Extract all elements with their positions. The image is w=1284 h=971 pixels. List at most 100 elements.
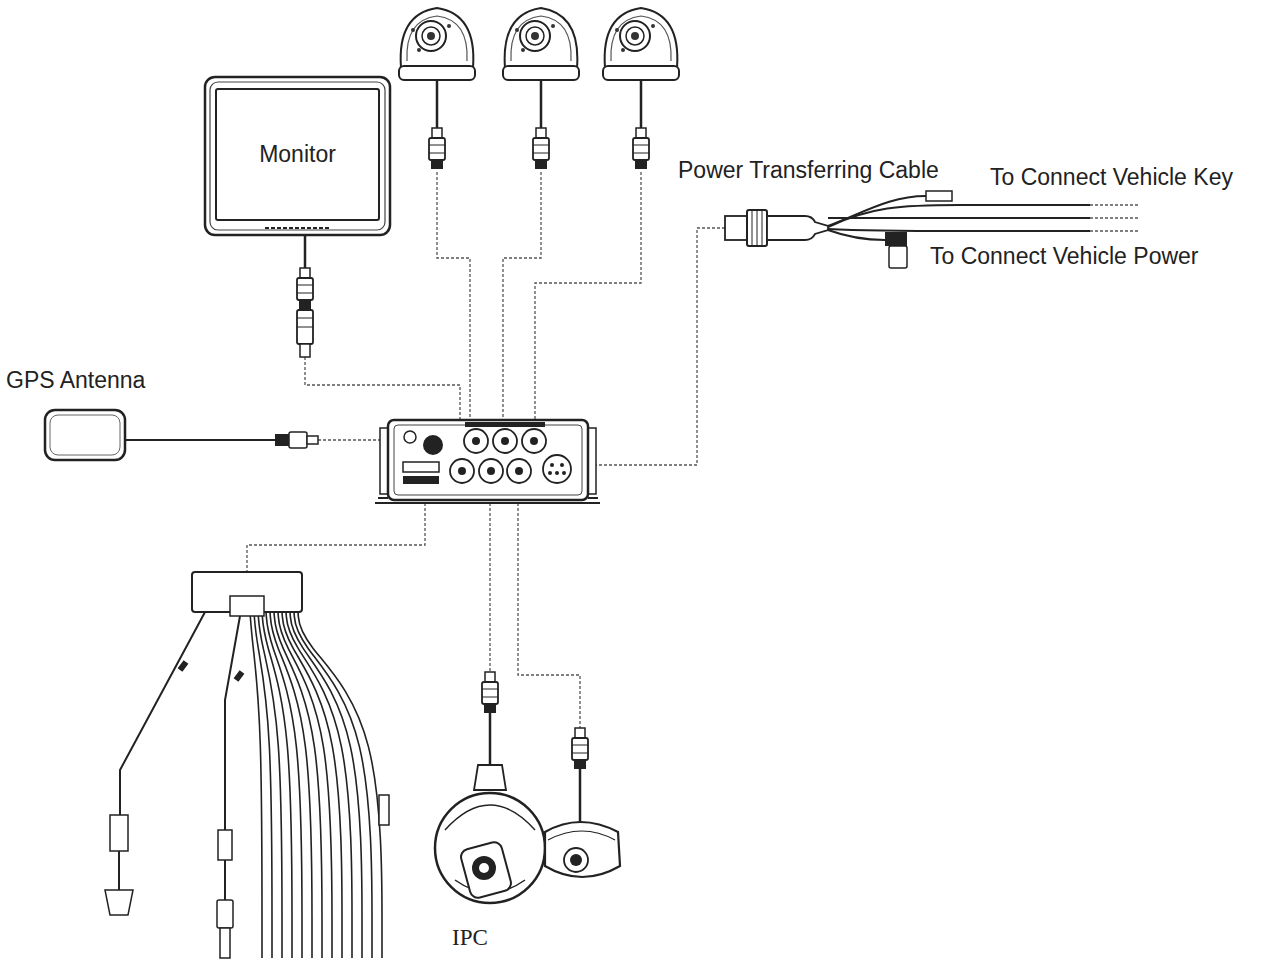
ipc-camera: [489, 713, 492, 765]
dvr-unit: [375, 420, 600, 503]
dvr-unit: [560, 463, 564, 467]
wiring-harness: [250, 612, 262, 958]
wiring-harness: [298, 612, 382, 958]
wiring-harness: [379, 795, 389, 825]
power-cable: [828, 230, 885, 240]
dome-camera: [399, 8, 475, 80]
cable-label: To Connect Vehicle Power: [928, 243, 1201, 269]
power-cable: [828, 205, 1090, 227]
dashed-cable: [489, 503, 490, 672]
node-label: IPC: [452, 925, 488, 951]
power-cable: [762, 210, 763, 246]
power-cable: [926, 191, 952, 201]
dvr-unit: [404, 431, 416, 443]
gps-antenna: [50, 415, 120, 455]
camera-title: IPC: [452, 924, 492, 953]
dome-camera: [437, 80, 641, 128]
dvr-unit: [464, 429, 488, 453]
node-label: Monitor: [259, 141, 336, 167]
wiring-harness: [218, 830, 232, 860]
wiring-harness: [254, 612, 272, 958]
ipc-camera: [472, 856, 496, 880]
node-label: Power Transferring Cable: [678, 157, 939, 183]
cable-title: Power Transferring Cable: [678, 156, 943, 185]
monitor-frame: [300, 344, 310, 357]
dashed-cable: [535, 172, 641, 420]
dvr-unit: [487, 467, 495, 475]
wiring-harness: [220, 928, 230, 958]
dvr-unit: [450, 429, 571, 483]
power-cable: [757, 210, 758, 246]
wiring-harness: [278, 612, 332, 958]
wiring-harness: [110, 815, 128, 851]
dome-camera: [533, 128, 549, 169]
dome-camera: [548, 831, 615, 840]
power-cable: [885, 232, 907, 246]
dvr-unit: [543, 455, 571, 483]
dvr-unit: [403, 476, 439, 484]
wiring-harness: [118, 851, 120, 890]
monitor-screen: Monitor: [215, 88, 380, 221]
gps-antenna: [275, 434, 289, 446]
dome-camera: [633, 128, 649, 169]
dvr-unit: [501, 437, 509, 445]
dome-camera: [399, 8, 679, 169]
ipc-camera: [474, 765, 506, 790]
dvr-unit: [458, 437, 566, 475]
dashed-cable: [437, 172, 470, 420]
dome-camera: [545, 728, 620, 877]
dome-camera: [579, 769, 582, 826]
wiring-harness: [105, 890, 133, 915]
dvr-unit: [515, 467, 523, 475]
wiring-harness: [180, 662, 242, 680]
wiring-harness: [105, 572, 389, 958]
power-cable: [725, 216, 747, 240]
gps-antenna: [125, 439, 275, 441]
dome-camera: [572, 728, 588, 769]
wiring-harness: [120, 612, 205, 815]
antenna-title: GPS Antenna: [6, 366, 150, 395]
power-cable: [747, 210, 767, 246]
dvr-unit: [423, 435, 443, 455]
monitor-frame: [304, 235, 307, 268]
dome-camera: [503, 8, 579, 80]
monitor-frame: [297, 268, 313, 309]
dome-camera: [545, 822, 620, 877]
gps-antenna: [289, 432, 307, 448]
dashed-cable: [518, 503, 580, 728]
power-cable: [889, 246, 907, 268]
dome-camera: [570, 854, 582, 866]
dvr-unit: [450, 459, 474, 483]
ipc-camera: [479, 863, 489, 873]
dvr-unit: [548, 471, 552, 475]
dvr-unit: [403, 462, 439, 472]
dashed-cable: [247, 503, 425, 572]
dashed-cable: [318, 439, 386, 440]
monitor-frame: [210, 82, 385, 230]
monitor-frame: [297, 327, 313, 328]
dvr-unit: [493, 429, 517, 453]
gps-antenna: [45, 410, 125, 460]
dome-camera: [429, 128, 445, 169]
dvr-unit: [562, 471, 566, 475]
ipc-camera: [435, 793, 545, 903]
gps-antenna: [45, 410, 318, 460]
dashed-cable: [592, 228, 725, 465]
dvr-unit: [555, 471, 559, 475]
power-cable: [828, 217, 1090, 219]
monitor-frame: [297, 318, 313, 319]
wiring-harness: [225, 616, 240, 830]
dashed-cable: [1090, 205, 1140, 231]
wiring-harness: [230, 596, 264, 616]
node-label: GPS Antenna: [6, 367, 145, 393]
dvr-unit: [550, 463, 554, 467]
wiring-harness: [294, 612, 372, 958]
monitor-frame: [265, 227, 330, 229]
dvr-unit: [522, 429, 546, 453]
dvr-unit: [388, 420, 588, 500]
power-cable: [752, 210, 753, 246]
wiring-harness: [217, 900, 233, 928]
power-cable: [767, 216, 828, 240]
dome-camera: [564, 848, 588, 872]
monitor-frame: [205, 77, 390, 357]
